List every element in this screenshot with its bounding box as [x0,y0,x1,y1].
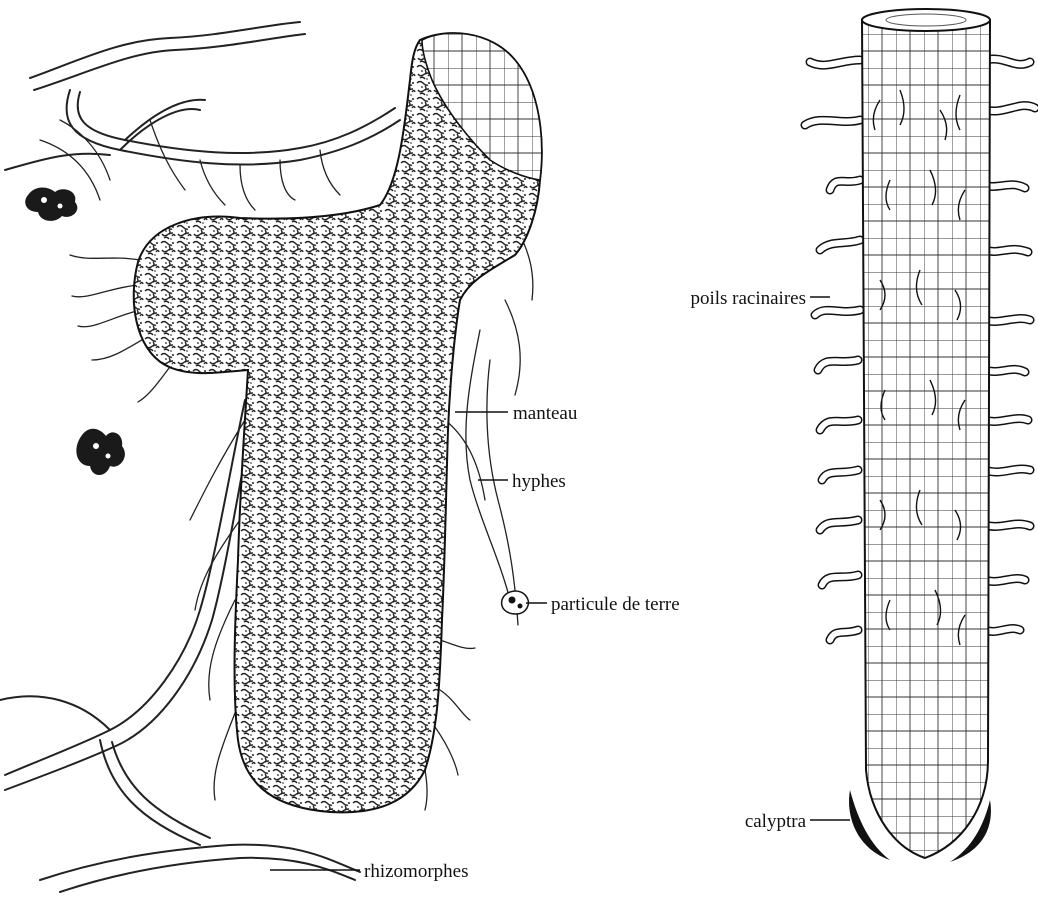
label-manteau: manteau [513,403,578,424]
root-cut-end [862,9,990,31]
label-hyphes: hyphes [512,471,566,492]
label-calyptra: calyptra [745,811,807,832]
label-rhizomorphes: rhizomorphes [364,861,468,882]
soil-clump-mid [76,429,125,475]
root-body [862,11,990,858]
right-figure: poils racinaires calyptra [690,9,1035,862]
leader-lines-right [810,297,850,820]
left-figure: manteau hyphes particule de terre rhizom… [0,22,680,892]
soil-clump-top [25,187,77,220]
rhizomorph-strands-top [5,22,400,170]
label-particule-de-terre: particule de terre [551,594,680,615]
soil-particle [502,591,529,614]
label-poils-racinaires: poils racinaires [690,288,806,309]
fine-hyphae-top [40,120,340,210]
